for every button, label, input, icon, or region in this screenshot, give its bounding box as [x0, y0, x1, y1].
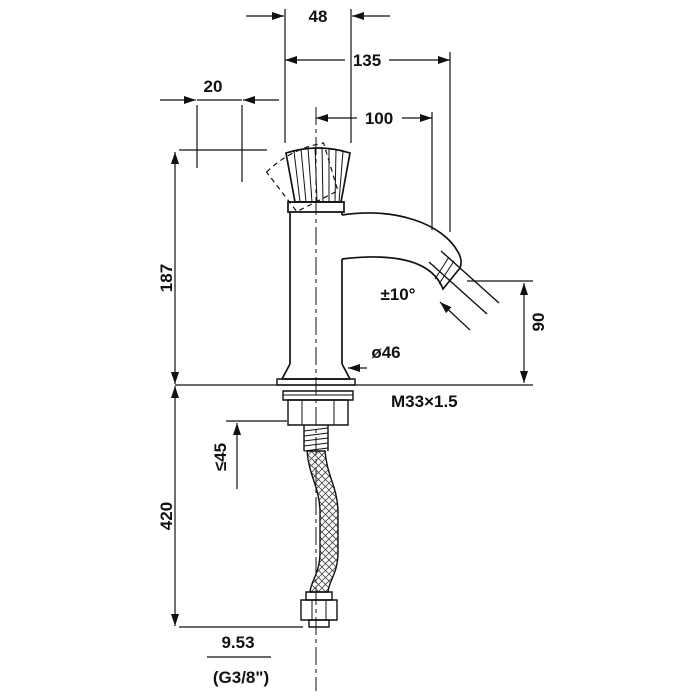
handle-tilted-dashed [265, 142, 339, 213]
dim-thread-label: M33×1.5 [391, 392, 458, 411]
mounting-washer [282, 390, 354, 401]
mounting-nut [287, 399, 349, 426]
hose-connector-nut [300, 591, 338, 628]
dim-187-label: 187 [157, 264, 176, 292]
dim-90-label: 90 [529, 313, 548, 332]
faucet-outline [265, 142, 462, 628]
dim-deck-max-45: ≤45 [211, 420, 287, 489]
dim-100: 100 [316, 109, 433, 230]
dim-diameter-46: ø46 [348, 343, 401, 372]
dim-48-label: 48 [309, 7, 328, 26]
dim-953-label: 9.53 [221, 633, 254, 652]
dim-hose-connector: 9.53 (G3/8") [207, 633, 271, 687]
dim-100-label: 100 [365, 109, 393, 128]
dim-deck-max-label: ≤45 [211, 443, 230, 471]
dim-135-label: 135 [353, 51, 381, 70]
handle-knob-fluting [293, 146, 344, 203]
dim-48: 48 [246, 7, 390, 143]
dim-135: 135 [285, 51, 451, 232]
supply-hose [306, 450, 339, 593]
dim-420-label: 420 [157, 502, 176, 530]
handle-collar [287, 201, 345, 213]
dim-thread-m33: M33×1.5 [391, 392, 458, 411]
dim-420: 420 [157, 386, 303, 628]
dim-dia46-label: ø46 [371, 343, 400, 362]
dim-angle-label: ±10° [380, 285, 415, 304]
dim-20-label: 20 [204, 77, 223, 96]
dim-g38-label: (G3/8") [213, 668, 269, 687]
spout-outline [341, 212, 462, 291]
dim-angle-tolerance: ±10° [380, 250, 500, 331]
dim-20: 20 [160, 77, 279, 182]
dim-90: 90 [467, 280, 548, 383]
handle-knob-outline [285, 147, 351, 203]
dim-187: 187 [157, 149, 267, 384]
spout-aerator-lines [434, 256, 455, 285]
